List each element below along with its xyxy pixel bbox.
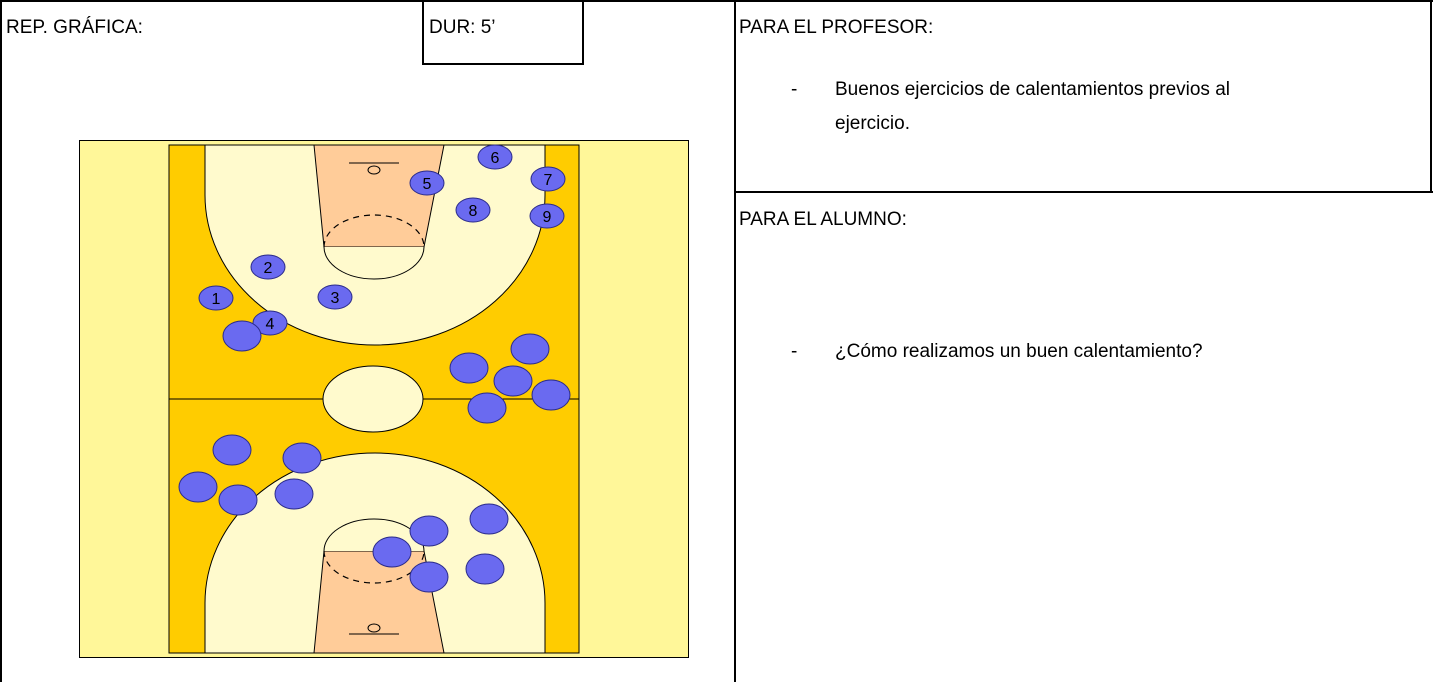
player-2-label: 2 xyxy=(264,260,273,277)
row-divider-right xyxy=(734,191,1433,193)
center-circle xyxy=(322,365,424,433)
player-2-marker xyxy=(250,254,286,280)
basketball-court-diagram: 1 2 3 4 5 6 7 8 9 xyxy=(79,140,689,658)
player-marker xyxy=(531,379,571,411)
column-divider xyxy=(734,0,736,682)
player-5-marker xyxy=(409,170,445,196)
player-5-label: 5 xyxy=(423,176,432,193)
player-marker xyxy=(467,392,507,424)
player-6-marker xyxy=(477,144,513,170)
table-border-left xyxy=(0,0,2,682)
player-7-marker xyxy=(530,166,566,192)
player-marker xyxy=(222,320,262,352)
court-svg: 1 2 3 4 5 6 7 8 9 xyxy=(79,140,689,658)
player-6-label: 6 xyxy=(491,150,500,167)
player-4-label: 4 xyxy=(266,316,275,333)
player-marker xyxy=(372,536,412,568)
student-question: ¿Cómo realizamos un buen calentamiento? xyxy=(835,341,1203,362)
dur-box-right xyxy=(582,0,584,64)
table-border-right xyxy=(1430,0,1432,193)
bottom-hoop xyxy=(367,623,381,633)
player-4-marker xyxy=(252,310,288,336)
players-group: 1 2 3 4 5 6 7 8 9 xyxy=(178,144,571,593)
player-marker xyxy=(218,484,258,516)
player-9-marker xyxy=(529,203,565,229)
player-3-label: 3 xyxy=(331,290,340,307)
teacher-heading: PARA EL PROFESOR: xyxy=(739,17,934,38)
player-marker xyxy=(469,503,509,535)
player-marker xyxy=(510,333,550,365)
teacher-text-line1: Buenos ejercicios de calentamientos prev… xyxy=(835,79,1230,100)
student-bullet: - xyxy=(791,341,798,362)
dur-box-left xyxy=(422,0,424,64)
player-1-label: 1 xyxy=(212,291,221,308)
player-marker xyxy=(178,471,218,503)
player-1-marker xyxy=(198,285,234,311)
player-marker xyxy=(409,561,449,593)
teacher-text-line2: ejercicio. xyxy=(835,113,910,134)
player-9-label: 9 xyxy=(543,209,552,226)
player-marker xyxy=(465,553,505,585)
teacher-text: Buenos ejercicios de calentamientos prev… xyxy=(835,73,1230,141)
player-marker xyxy=(449,352,489,384)
player-3-marker xyxy=(317,284,353,310)
player-8-label: 8 xyxy=(469,203,478,220)
top-hoop xyxy=(367,165,381,175)
player-7-label: 7 xyxy=(544,172,553,189)
teacher-bullet: - xyxy=(791,79,798,100)
player-marker xyxy=(274,478,314,510)
player-8-marker xyxy=(455,197,491,223)
player-marker xyxy=(409,515,449,547)
duration-label: DUR: 5’ xyxy=(429,17,496,38)
student-heading: PARA EL ALUMNO: xyxy=(739,209,907,230)
top-free-throw-dashed xyxy=(323,214,425,248)
dur-box-bottom xyxy=(422,63,584,65)
player-marker xyxy=(493,365,533,397)
player-marker xyxy=(282,442,322,474)
top-key xyxy=(313,144,445,248)
top-free-throw-circle xyxy=(323,246,425,280)
table-border-top xyxy=(0,0,1433,2)
player-marker xyxy=(212,434,252,466)
rep-grafica-label: REP. GRÁFICA: xyxy=(6,17,143,38)
